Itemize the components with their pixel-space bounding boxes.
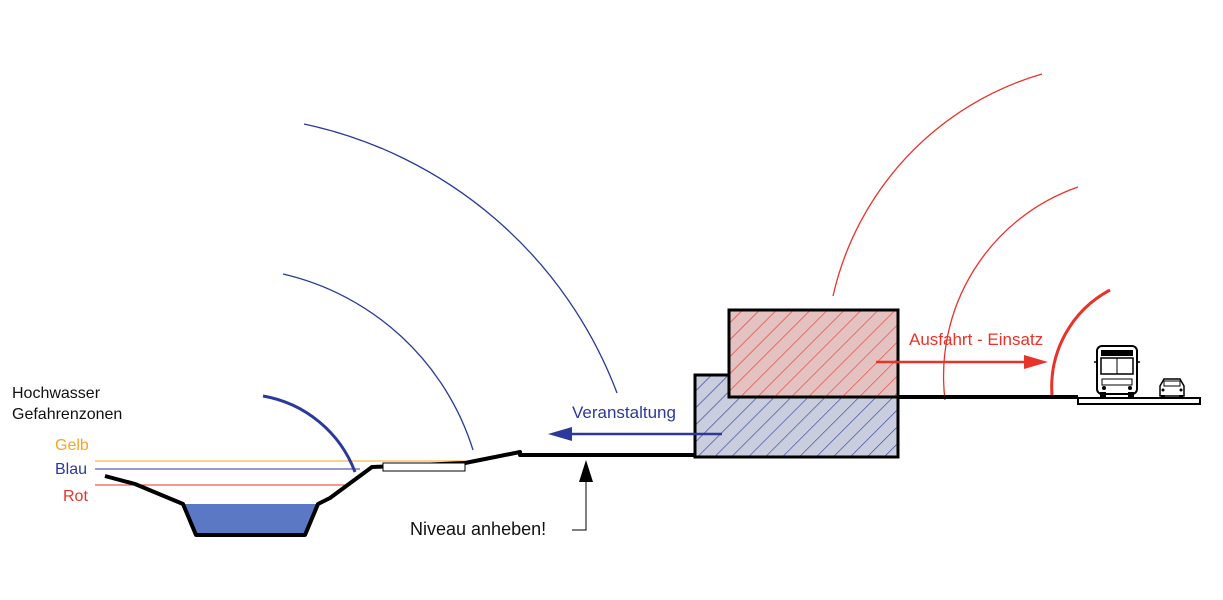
legend-zone-rot: Rot xyxy=(63,488,88,505)
legend-title: Hochwasser Gefahrenzonen xyxy=(12,383,122,425)
legend-zone-blau: Blau xyxy=(55,461,88,478)
event-arc-medium xyxy=(282,273,474,451)
arrow-up-icon xyxy=(572,460,593,531)
legend-zone-gelb: Gelb xyxy=(55,437,89,454)
arrow-right-icon xyxy=(876,355,1048,369)
event-arc-small xyxy=(262,394,357,473)
exit-arc-large xyxy=(832,73,1043,297)
raise-level-label: Niveau anheben! xyxy=(410,519,547,539)
platform-step xyxy=(382,462,466,472)
event-label: Veranstaltung xyxy=(572,403,676,422)
car-icon xyxy=(1159,378,1185,398)
exit-label: Ausfahrt - Einsatz xyxy=(909,330,1044,349)
road-lower xyxy=(1077,397,1201,405)
legend-title-line2: Gefahrenzonen xyxy=(12,406,123,423)
exit-building xyxy=(727,308,900,399)
exit-arc-medium xyxy=(942,186,1079,401)
legend-title-line1: Hochwasser xyxy=(12,385,101,402)
ground-profile xyxy=(104,450,695,537)
event-arc-large xyxy=(303,123,618,394)
arrow-left-icon xyxy=(548,427,722,441)
exit-arc-small xyxy=(1050,288,1111,396)
river-water xyxy=(183,504,318,535)
bus-icon xyxy=(1094,345,1140,397)
